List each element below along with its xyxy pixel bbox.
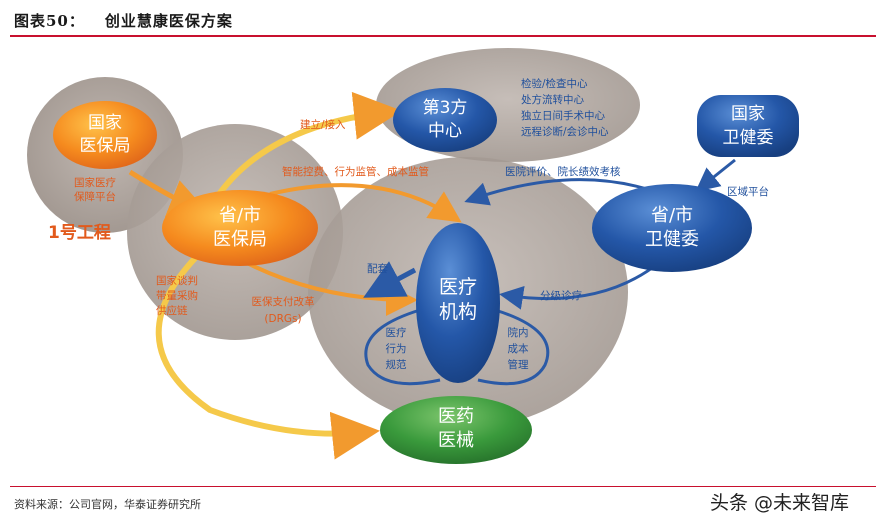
bottom-divider xyxy=(10,486,876,487)
loop-cost xyxy=(477,308,550,386)
cost-line2: 成本 xyxy=(508,342,529,355)
behavior-line2: 行为 xyxy=(386,342,407,355)
arrow-negotiation xyxy=(155,245,380,460)
arrow-hospital-eval xyxy=(464,178,651,206)
prov-insurance-line2: 医保局 xyxy=(213,229,267,250)
payment-reform-line2: (DRGs) xyxy=(264,313,301,325)
node-national-health xyxy=(697,95,799,157)
national-note-line1: 国家医疗 xyxy=(74,176,116,189)
figure-header: 图表50： 创业慧康医保方案 xyxy=(14,10,233,31)
national-note-line2: 保障平台 xyxy=(74,190,116,203)
negotiation-line1: 国家谈判 xyxy=(156,274,198,287)
watermark: 头条 @未来智库 xyxy=(710,492,850,514)
payment-reform-line1: 医保支付改革 xyxy=(252,295,315,308)
source-note: 资料来源：公司官网，华泰证券研究所 xyxy=(14,498,201,511)
figure-tag: 图表50： xyxy=(14,12,85,30)
national-health-line2: 卫健委 xyxy=(723,128,774,148)
top-divider xyxy=(10,35,876,37)
support-label: 配套 xyxy=(367,262,388,275)
node-medical-org xyxy=(416,223,500,383)
negotiation-line2: 带量采购 xyxy=(156,289,198,302)
tiered-care-label: 分级诊疗 xyxy=(540,289,582,302)
negotiation-line3: 供应链 xyxy=(156,304,188,317)
smart-control-label: 智能控费、行为监管、成本监管 xyxy=(282,165,429,178)
medical-org-line2: 机构 xyxy=(439,301,477,323)
figure-title: 创业慧康医保方案 xyxy=(104,12,233,30)
arrow-payment-reform xyxy=(244,260,418,316)
third-party-line1: 第3方 xyxy=(423,98,468,118)
node-prov-insurance xyxy=(162,190,318,266)
node-third-party xyxy=(393,88,497,152)
prov-health-line1: 省/市 xyxy=(651,205,693,226)
third-party-item-3: 独立日间手术中心 xyxy=(521,109,605,122)
cost-line1: 院内 xyxy=(508,326,529,339)
arrow-smart-control xyxy=(269,183,462,223)
prov-insurance-line1: 省/市 xyxy=(219,205,261,226)
behavior-line3: 规范 xyxy=(386,358,407,371)
regional-platform-label: 区域平台 xyxy=(727,185,769,198)
node-prov-health xyxy=(592,184,752,272)
third-party-line2: 中心 xyxy=(428,121,462,141)
pharma-line1: 医药 xyxy=(438,406,474,427)
medical-org-line1: 医疗 xyxy=(439,276,477,298)
hospital-eval-label: 医院评价、院长绩效考核 xyxy=(505,165,621,178)
third-party-item-1: 检验/检查中心 xyxy=(521,77,588,90)
pharma-line2: 医械 xyxy=(438,430,474,451)
project-one-label: 1号工程 xyxy=(48,223,111,243)
third-party-item-4: 远程诊断/会诊中心 xyxy=(521,125,609,138)
build-access-label: 建立/接入 xyxy=(300,118,346,131)
node-national-insurance xyxy=(53,101,157,169)
loop-behavior xyxy=(364,308,441,386)
arrow-tiered-care xyxy=(499,260,661,310)
national-health-line1: 国家 xyxy=(731,104,765,124)
node-pharma xyxy=(380,396,532,464)
third-party-item-2: 处方流转中心 xyxy=(521,93,584,106)
arrow-build-access xyxy=(212,91,402,202)
arrow-regional-platform xyxy=(695,158,736,192)
national-insurance-line1: 国家 xyxy=(88,113,122,133)
arrow-support xyxy=(363,261,417,298)
cost-line3: 管理 xyxy=(508,358,529,371)
national-insurance-line2: 医保局 xyxy=(80,136,131,156)
prov-health-line2: 卫健委 xyxy=(645,229,699,250)
behavior-line1: 医疗 xyxy=(386,326,407,339)
